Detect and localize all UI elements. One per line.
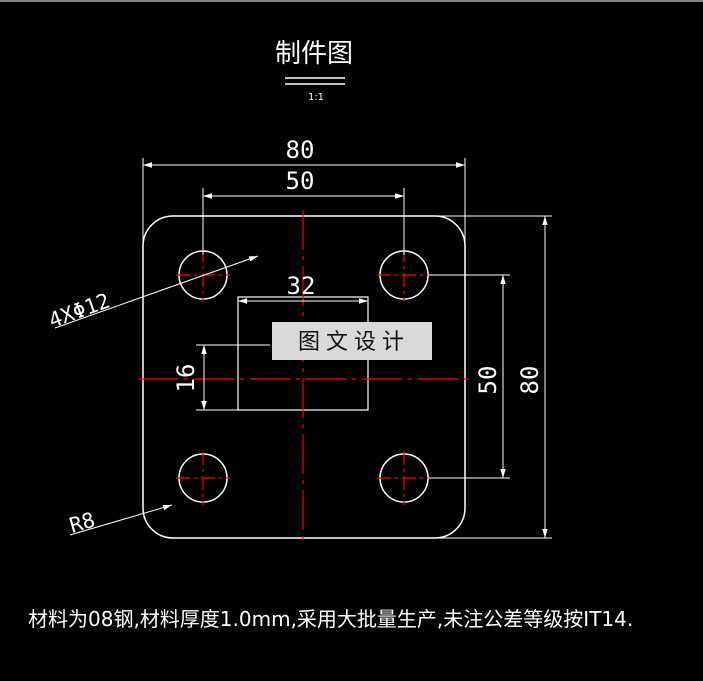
dim-text-overall-width: 80 — [286, 136, 315, 164]
dim-text-slot-width: 32 — [287, 272, 316, 300]
dim-text-overall-height: 80 — [516, 366, 544, 395]
dim-text-corner-radius: R8 — [67, 508, 98, 538]
extension-lines — [142, 158, 552, 539]
dim-text-holes: 4XΦ12 — [46, 289, 114, 333]
dim-text-slot-height: 16 — [172, 364, 200, 393]
dim-text-hole-spacing-x: 50 — [286, 167, 315, 195]
watermark-box — [272, 322, 432, 360]
dimension-lines — [54, 162, 548, 538]
leader-radius — [69, 504, 173, 536]
watermark-text: 图文设计 — [298, 330, 410, 355]
drawing-scale: 1:1 — [308, 92, 324, 103]
leader-holes — [54, 255, 259, 329]
dim-text-hole-spacing-y: 50 — [474, 366, 502, 395]
drawing-title: 制件图 — [275, 39, 353, 69]
material-note: 材料为08钢,材料厚度1.0mm,采用大批量生产,未注公差等级按IT14. — [28, 607, 633, 631]
part-outline — [142, 215, 466, 539]
